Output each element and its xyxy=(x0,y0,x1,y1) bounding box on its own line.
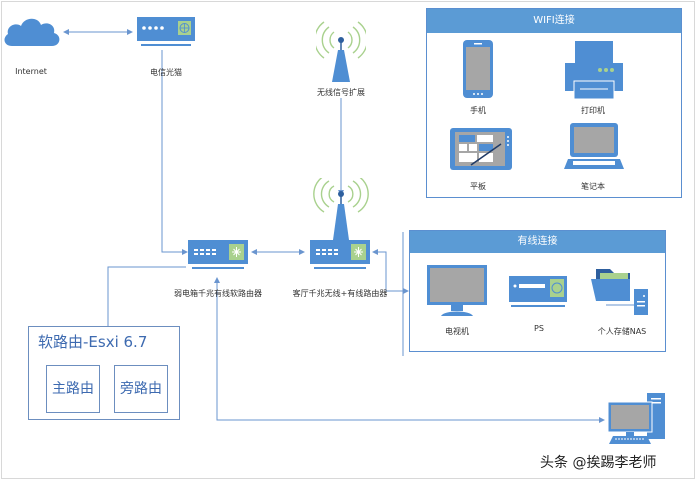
esxi-soft-router-box[interactable]: 软路由-Esxi 6.7 主路由 旁路由 xyxy=(28,326,180,420)
wireless-router-icon[interactable] xyxy=(308,178,372,270)
wire-core-router-esxi xyxy=(107,266,186,326)
desktop-computer-icon[interactable] xyxy=(607,392,669,446)
game-console-icon[interactable] xyxy=(508,275,570,311)
smartphone-icon[interactable] xyxy=(462,39,494,99)
bypass-router-box[interactable]: 旁路由 xyxy=(114,365,168,413)
extender-label: 无线信号扩展 xyxy=(317,88,365,97)
watermark: 头条 @挨踢李老师 xyxy=(540,455,657,471)
wifi-device-label: 打印机 xyxy=(581,106,605,115)
esxi-title: 软路由-Esxi 6.7 xyxy=(38,333,148,351)
wire-modem-core-router xyxy=(161,50,188,255)
living-router-label: 客厅千兆无线+有线路由器 xyxy=(292,289,388,298)
wired-device-label: 电视机 xyxy=(445,327,469,336)
printer-icon[interactable] xyxy=(563,39,625,101)
cloud-icon xyxy=(4,18,60,46)
internet-label: Internet xyxy=(15,67,47,76)
nas-folder-icon[interactable] xyxy=(590,267,654,317)
wired-panel: 有线连接 电视机 PS 个人存储NAS xyxy=(409,230,666,352)
wired-panel-title: 有线连接 xyxy=(410,231,665,253)
router-icon[interactable] xyxy=(186,238,250,270)
main-router-box[interactable]: 主路由 xyxy=(46,365,100,413)
wifi-device-label: 笔记本 xyxy=(581,182,605,191)
modem-label: 电信光猫 xyxy=(150,68,182,77)
core-router-label: 弱电箱千兆有线软路由器 xyxy=(174,289,262,298)
wifi-panel: WIFI连接 手机 打印机 平板 笔记本 xyxy=(426,8,682,198)
laptop-icon[interactable] xyxy=(563,121,625,171)
tablet-icon[interactable] xyxy=(449,127,513,171)
wired-device-label: 个人存储NAS xyxy=(597,327,647,336)
wifi-panel-title: WIFI连接 xyxy=(427,9,681,33)
modem-icon[interactable] xyxy=(135,16,197,48)
wifi-device-label: 手机 xyxy=(470,106,486,115)
monitor-icon[interactable] xyxy=(426,264,488,318)
wifi-device-label: 平板 xyxy=(470,182,486,191)
antenna-tower-icon[interactable] xyxy=(316,18,366,84)
wired-device-label: PS xyxy=(534,324,544,333)
wire-core-router-pc xyxy=(214,277,605,423)
